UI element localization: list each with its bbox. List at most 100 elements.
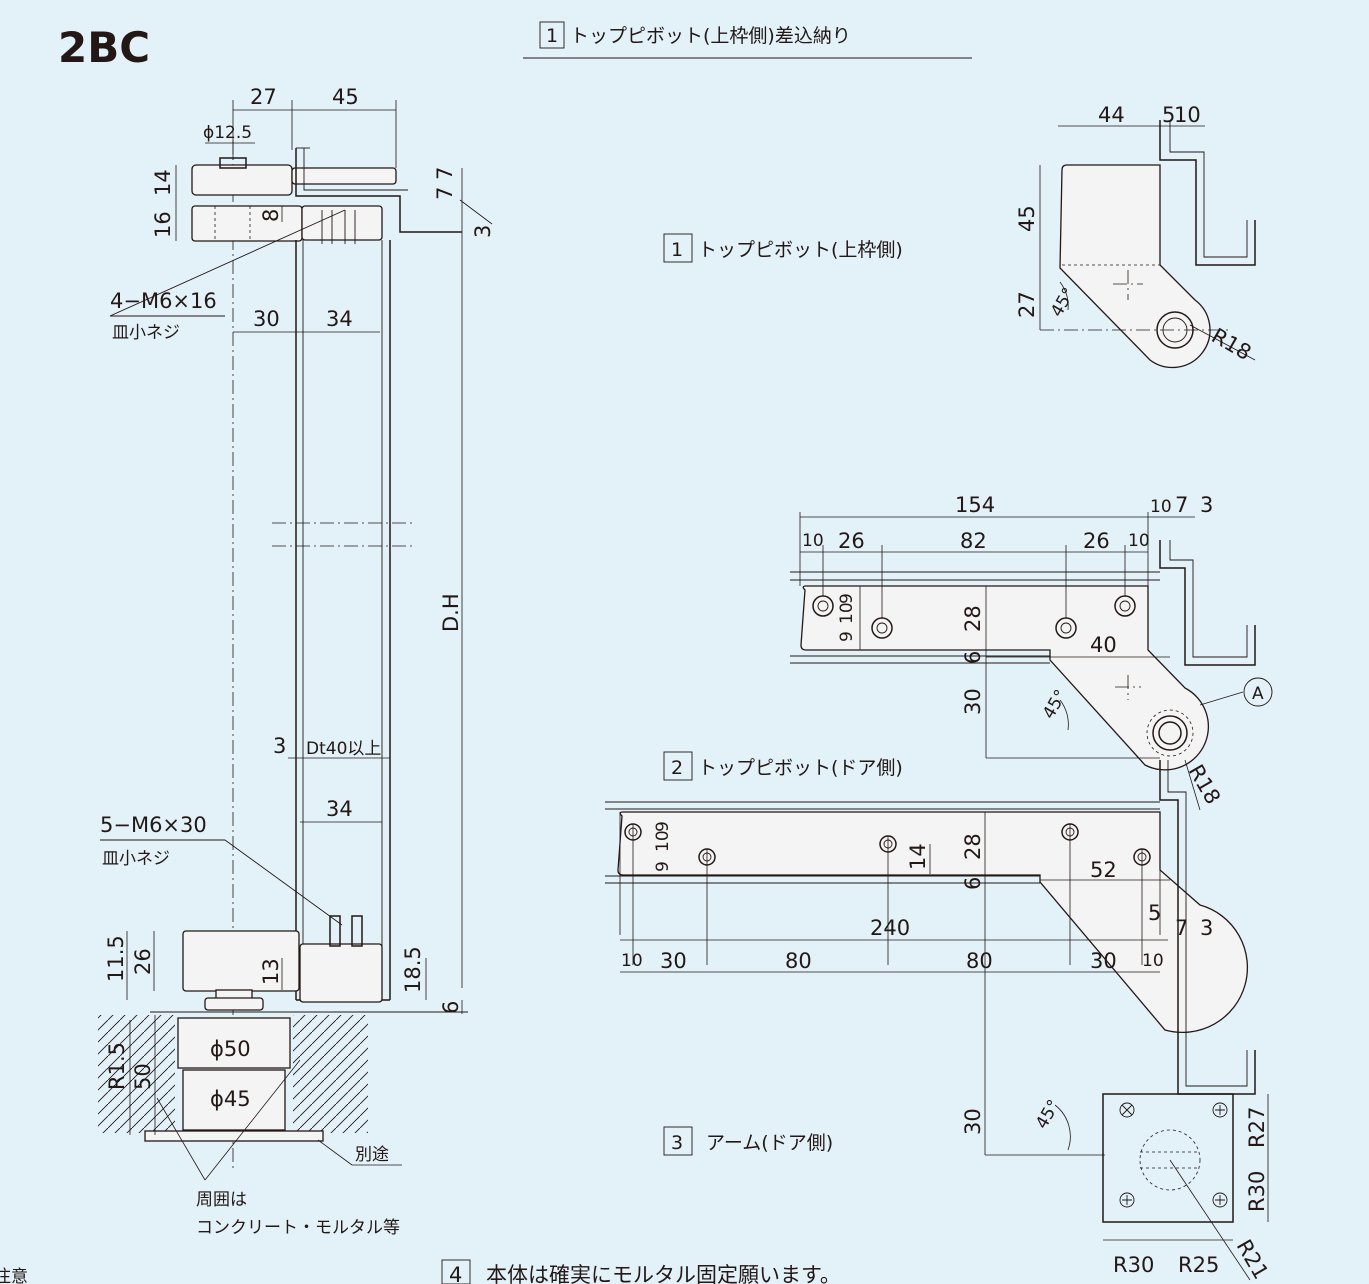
arm-dim-5: 5 bbox=[1148, 901, 1161, 925]
dim-30: 30 bbox=[253, 307, 280, 331]
door-dim-154: 154 bbox=[955, 493, 995, 517]
dim-26: 26 bbox=[131, 948, 155, 975]
arm-dim-10v: 10 bbox=[653, 830, 673, 852]
dim-6: 6 bbox=[439, 1001, 463, 1014]
door-dim-6: 6 bbox=[961, 651, 985, 664]
arm-dim-3: 3 bbox=[1200, 916, 1213, 940]
dim-11-5: 11.5 bbox=[104, 935, 128, 982]
door-dim-26a: 26 bbox=[838, 529, 865, 553]
arm-dim-52: 52 bbox=[1090, 858, 1117, 882]
main-dimension-texts: 27 45 ϕ12.5 14 16 7 7 8 3 4−M6×16 皿小ネジ 3… bbox=[100, 85, 495, 1238]
arm-dim-r21: R21 bbox=[1232, 1236, 1273, 1284]
frame-angle: 45° bbox=[1047, 284, 1079, 320]
surround-note-2: コンクリート・モルタル等 bbox=[196, 1218, 400, 1238]
dim-50: 50 bbox=[131, 1063, 155, 1090]
dim-14: 14 bbox=[151, 169, 175, 196]
arm-dim-10b: 10 bbox=[1142, 951, 1164, 971]
screws-bottom: 5−M6×30 bbox=[100, 813, 207, 837]
arm-dim-80a: 80 bbox=[785, 949, 812, 973]
frame-dim-45: 45 bbox=[1015, 205, 1039, 232]
door-radius: R18 bbox=[1184, 761, 1225, 809]
dim-phi12-5: ϕ12.5 bbox=[203, 123, 252, 143]
dim-phi50: ϕ50 bbox=[210, 1037, 251, 1061]
door-angle: 45° bbox=[1039, 686, 1071, 722]
dim-8: 8 bbox=[259, 209, 283, 222]
dim-13: 13 bbox=[259, 958, 283, 985]
door-thickness: Dt40以上 bbox=[306, 739, 381, 759]
arm-dim-30: 30 bbox=[961, 1108, 985, 1135]
dim-phi45: ϕ45 bbox=[210, 1087, 251, 1111]
arm-dim-p30v: R30 bbox=[1245, 1171, 1269, 1212]
door-dim-10c: 10 bbox=[1150, 497, 1172, 517]
door-dim-40: 40 bbox=[1090, 633, 1117, 657]
arm-angle: 45° bbox=[1032, 1096, 1064, 1132]
door-dim-9b: 9 bbox=[837, 631, 857, 642]
svg-text:トップピボット(上枠側)差込納り: トップピボット(上枠側)差込納り bbox=[570, 25, 851, 47]
arm-dim-p30h: R30 bbox=[1113, 1253, 1154, 1277]
dim-3b: 3 bbox=[273, 734, 286, 758]
surround-note-1: 周囲は bbox=[196, 1190, 247, 1210]
arm-dim-9b: 9 bbox=[653, 861, 673, 872]
arm-dim-30b: 30 bbox=[1090, 949, 1117, 973]
dim-34a: 34 bbox=[326, 307, 353, 331]
arm-dim-14: 14 bbox=[906, 843, 930, 870]
main-elevation bbox=[98, 100, 493, 1181]
view2-number: 2 bbox=[671, 757, 683, 779]
model-code: 2BC bbox=[58, 23, 150, 72]
view-arm-door: 240 10 30 80 80 30 10 5 7 3 9 10 9 14 28… bbox=[605, 760, 1273, 1283]
dim-34b: 34 bbox=[326, 797, 353, 821]
arm-dim-p27: R27 bbox=[1245, 1107, 1269, 1148]
footer-text: 本体は確実にモルタル固定願います。 bbox=[486, 1263, 841, 1284]
door-dim-10v: 10 bbox=[837, 602, 857, 624]
door-dim-10b: 10 bbox=[1128, 531, 1150, 551]
dim-7b: 7 bbox=[433, 187, 457, 200]
door-dim-26b: 26 bbox=[1083, 529, 1110, 553]
dim-16: 16 bbox=[151, 211, 175, 238]
door-dim-82: 82 bbox=[960, 529, 987, 553]
door-dim-7: 7 bbox=[1175, 493, 1188, 517]
door-dim-10a: 10 bbox=[802, 531, 824, 551]
frame-dim-10: 10 bbox=[1174, 103, 1201, 127]
door-dim-9a: 9 bbox=[837, 593, 857, 604]
arm-dim-10a: 10 bbox=[621, 951, 643, 971]
view-top-pivot-frame: 44 5 10 45 27 45° R18 1 トップピボット(上枠側) bbox=[663, 103, 1256, 369]
arm-dim-30a: 30 bbox=[660, 949, 687, 973]
dim-27: 27 bbox=[250, 85, 277, 109]
footer-number: 4 bbox=[449, 1263, 462, 1284]
section-title: 1 トップピボット(上枠側)差込納り bbox=[523, 21, 972, 59]
arm-dim-80b: 80 bbox=[966, 949, 993, 973]
footer-note: 4 本体は確実にモルタル固定願います。 注意 bbox=[0, 1259, 841, 1284]
door-dim-30: 30 bbox=[961, 688, 985, 715]
door-dim-28: 28 bbox=[961, 605, 985, 632]
view2-label: トップピボット(ドア側) bbox=[698, 757, 903, 779]
arm-dim-240: 240 bbox=[870, 916, 910, 940]
arm-dim-7: 7 bbox=[1175, 916, 1188, 940]
dim-45: 45 bbox=[332, 85, 359, 109]
view3-number: 3 bbox=[671, 1132, 683, 1154]
arm-dim-p25: R25 bbox=[1178, 1253, 1219, 1277]
view-top-pivot-door: 154 10 26 82 26 10 10 7 3 9 10 9 28 40 6… bbox=[663, 493, 1273, 811]
frame-dim-44: 44 bbox=[1098, 103, 1125, 127]
svg-text:1: 1 bbox=[546, 25, 558, 47]
frame-dim-5: 5 bbox=[1162, 103, 1175, 127]
arm-dim-28: 28 bbox=[961, 833, 985, 860]
screws-top-type: 皿小ネジ bbox=[112, 323, 180, 343]
door-height: D.H bbox=[439, 593, 463, 632]
dim-18-5: 18.5 bbox=[401, 946, 425, 993]
view3-label: アーム(ドア側) bbox=[706, 1132, 833, 1154]
marker-a: A bbox=[1252, 684, 1264, 704]
dim-7a: 7 bbox=[433, 167, 457, 180]
view1-number: 1 bbox=[671, 239, 683, 261]
arm-dim-9a: 9 bbox=[653, 821, 673, 832]
frame-dim-27: 27 bbox=[1015, 291, 1039, 318]
dim-r1-5: R1.5 bbox=[105, 1042, 129, 1090]
screws-bottom-type: 皿小ネジ bbox=[102, 849, 170, 869]
screws-top: 4−M6×16 bbox=[110, 289, 217, 313]
separate-note: 別途 bbox=[355, 1145, 389, 1165]
dim-3a: 3 bbox=[471, 225, 495, 238]
footer-left-partial: 注意 bbox=[0, 1267, 28, 1284]
arm-dim-6: 6 bbox=[961, 877, 985, 890]
door-dim-3: 3 bbox=[1200, 493, 1213, 517]
view1-label: トップピボット(上枠側) bbox=[698, 239, 903, 261]
